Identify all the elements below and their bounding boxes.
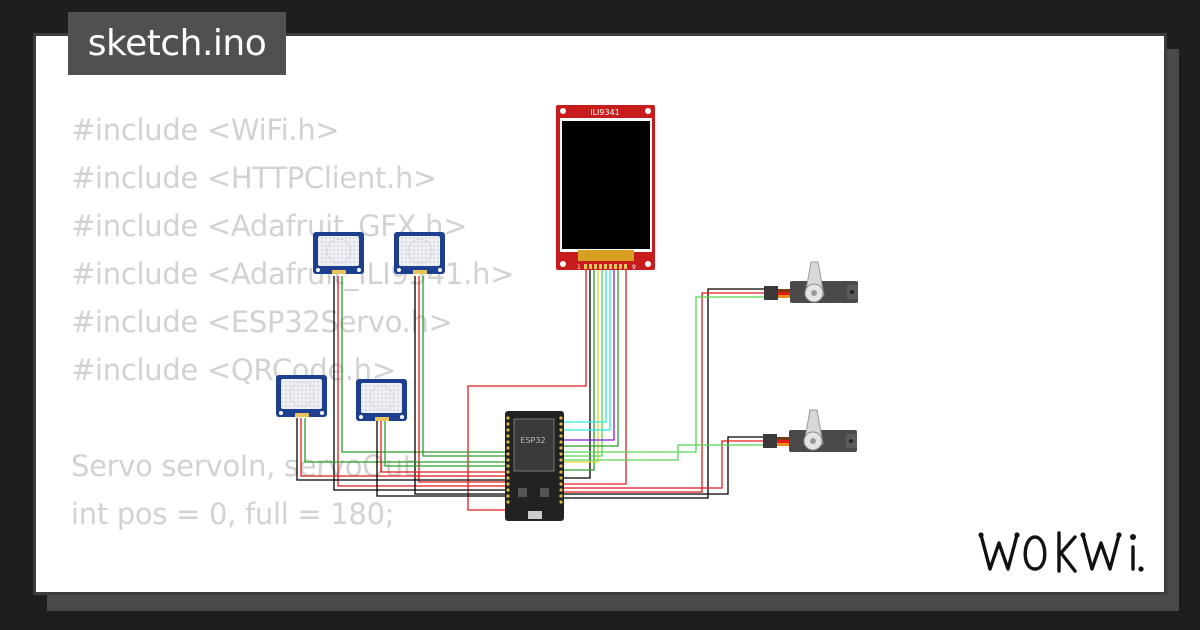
display-pin-first: 1: [577, 264, 581, 271]
wire: [333, 276, 508, 491]
code-line: #include <WiFi.h>: [71, 113, 340, 147]
wire: [562, 268, 603, 457]
wire: [422, 276, 508, 457]
pir-sensor[interactable]: [394, 232, 445, 274]
wire: [414, 276, 508, 495]
wire: [562, 268, 591, 479]
wire: [300, 418, 508, 477]
esp32-label: ESP32: [520, 436, 545, 445]
wire: [562, 268, 595, 471]
wire: [380, 418, 508, 473]
wire: [562, 436, 763, 495]
code-line: int pos = 0, full = 180;: [71, 497, 395, 531]
servo-motor[interactable]: [763, 409, 857, 452]
wire: [304, 418, 508, 463]
wire: [337, 276, 508, 487]
code-line: #include <HTTPClient.h>: [71, 161, 438, 195]
wire: [562, 268, 607, 423]
wire: [562, 268, 599, 463]
display-label: ILI9341: [590, 108, 620, 117]
wires: [296, 268, 764, 511]
esp32-board[interactable]: ESP32: [505, 411, 564, 521]
wire: [562, 296, 764, 453]
wire: [341, 276, 508, 453]
wire: [467, 268, 587, 511]
wire: [562, 268, 615, 441]
pir-sensor[interactable]: [313, 232, 364, 274]
wire: [296, 418, 508, 481]
code-line: #include <ESP32Servo.h>: [71, 305, 453, 339]
wire: [562, 444, 763, 461]
wire: [418, 276, 508, 483]
display-pin-last: 9: [632, 264, 636, 271]
code-preview: #include <WiFi.h> #include <HTTPClient.h…: [71, 106, 514, 592]
filename-tab[interactable]: sketch.ino: [68, 12, 286, 75]
wire: [562, 288, 764, 499]
pir-sensor[interactable]: [276, 375, 327, 417]
code-line: Servo servoIn, servoOut;: [71, 449, 424, 483]
wire: [562, 440, 763, 489]
wire: [562, 268, 619, 447]
servo-motor[interactable]: [764, 261, 858, 303]
wokwi-logo: [978, 531, 1144, 573]
pir-sensor[interactable]: [356, 379, 407, 421]
wire: [384, 418, 508, 467]
wire: [562, 268, 611, 431]
ili9341-display[interactable]: ILI9341 1 9: [556, 105, 655, 271]
wire: [562, 268, 627, 485]
wire: [562, 292, 764, 493]
wire: [376, 418, 508, 497]
